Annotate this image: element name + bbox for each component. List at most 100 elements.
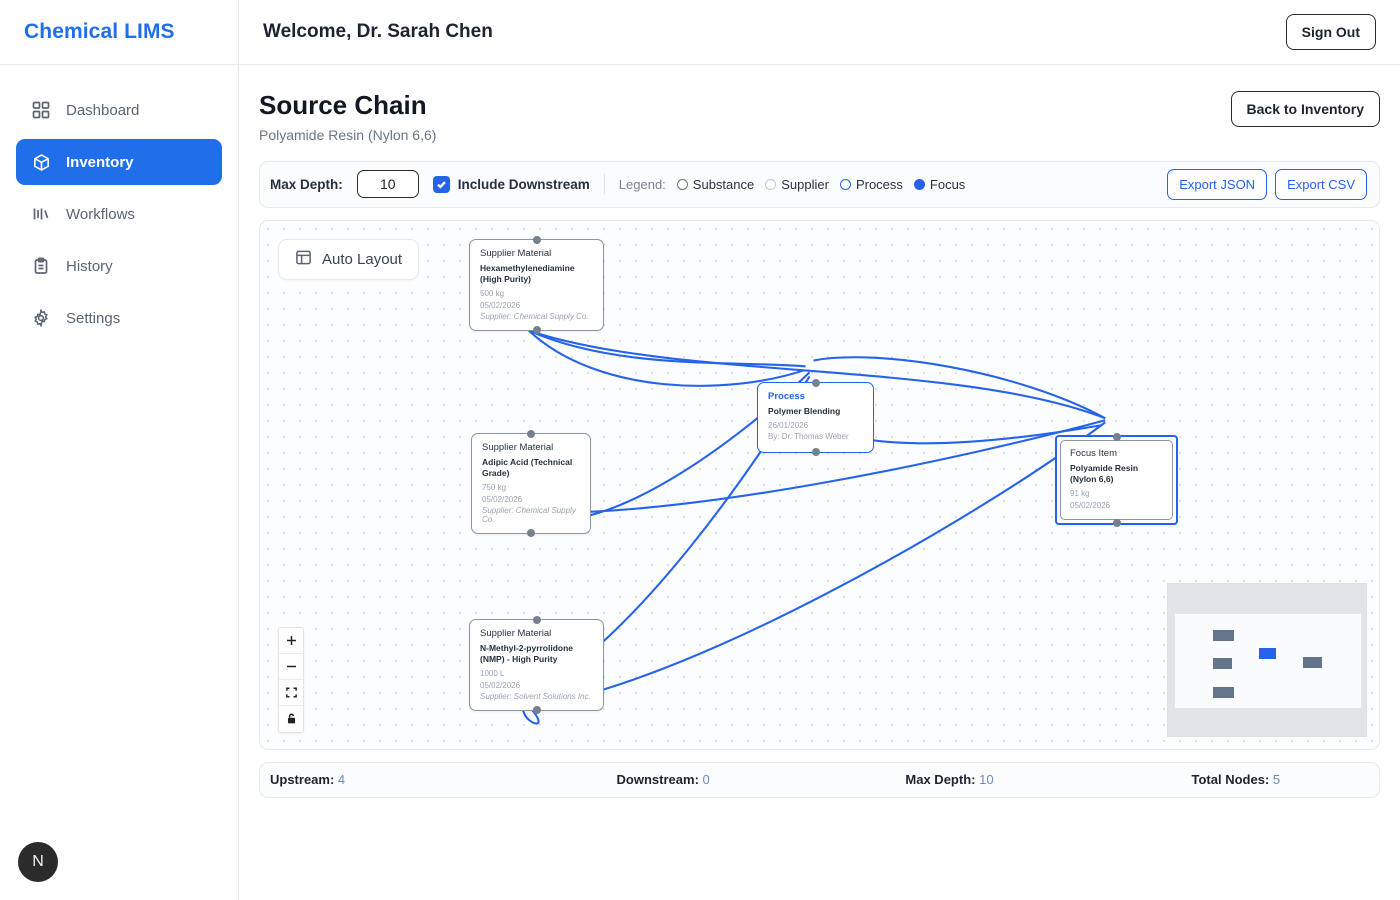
minimap-viewport (1175, 613, 1361, 708)
node-type-label: Supplier Material (482, 441, 554, 453)
minimap-node (1303, 656, 1322, 668)
node-handle-top[interactable] (532, 235, 541, 244)
node-quantity: 1000 L (480, 669, 505, 679)
minimap-node (1213, 657, 1232, 669)
node-name: N-Methyl-2-pyrrolidone (NMP) - High Puri… (480, 642, 574, 664)
node-handle-top[interactable] (532, 615, 541, 624)
welcome-text: Welcome, Dr. Sarah Chen (263, 21, 493, 42)
graph-node-process[interactable]: Process Polymer Blending 26/01/2026 By: … (757, 378, 874, 456)
node-handle-bottom[interactable] (811, 448, 820, 456)
legend-item-label: Supplier (781, 176, 829, 192)
auto-layout-button[interactable]: Auto Layout (278, 238, 420, 280)
sidebar-item-label: Workflows (66, 205, 135, 223)
node-handle-top[interactable] (527, 429, 535, 438)
auto-layout-label: Auto Layout (322, 250, 403, 268)
zoom-controls (278, 626, 304, 733)
box-icon (30, 151, 52, 173)
include-downstream-label: Include Downstream (457, 176, 590, 192)
lock-icon[interactable] (279, 706, 303, 732)
node-handle-bottom[interactable] (1112, 519, 1121, 528)
legend-label: Legend: (618, 176, 666, 192)
node-type-label: Supplier Material (480, 247, 552, 259)
node-name: Hexamethylenediamine (High Purity) (480, 262, 575, 284)
gear-icon (30, 307, 52, 329)
minimap[interactable] (1167, 582, 1367, 737)
graph-node-supplier-material[interactable]: Supplier Material N-Methyl-2-pyrrolidone… (469, 615, 604, 715)
zoom-in-icon[interactable] (279, 628, 303, 654)
page-title: Source Chain (259, 90, 427, 120)
stat-value: 10 (979, 772, 994, 788)
bars-icon (30, 203, 52, 225)
node-date: 05/02/2026 (1070, 500, 1111, 510)
sidebar-item-label: Inventory (66, 153, 134, 171)
node-supplier: Supplier: Solvent Solutions Inc. (480, 692, 591, 702)
max-depth-input[interactable] (356, 170, 419, 199)
stat-max-depth: Max Depth: 10 (806, 772, 1092, 787)
node-handle-bottom[interactable] (532, 326, 541, 335)
stat-value: 4 (337, 772, 346, 788)
node-name: Adipic Acid (Technical Grade) (482, 456, 573, 478)
graph-node-supplier-material[interactable]: Supplier Material Adipic Acid (Technical… (471, 429, 591, 538)
node-date: 05/02/2026 (480, 680, 521, 690)
sidebar: Chemical LIMS Dashboard Inventory Workfl… (0, 0, 239, 900)
legend-item-substance: Substance (676, 177, 754, 192)
include-downstream-toggle[interactable]: Include Downstream (432, 175, 590, 193)
node-date: 05/02/2026 (480, 300, 521, 310)
graph-node-supplier-material[interactable]: Supplier Material Hexamethylenediamine (… (469, 235, 604, 335)
avatar-initial: N (32, 853, 44, 870)
legend-marker-supplier-icon (765, 178, 777, 190)
avatar[interactable]: N (18, 842, 58, 882)
brand-title: Chemical LIMS (24, 20, 175, 43)
graph-node-focus-item[interactable]: Focus Item Polyamide Resin (Nylon 6,6) 9… (1055, 432, 1178, 528)
node-handle-bottom[interactable] (527, 529, 535, 538)
sidebar-item-dashboard[interactable]: Dashboard (16, 87, 222, 133)
stat-label: Downstream: (616, 772, 699, 788)
edge-nmp-to-focus (528, 420, 1106, 707)
node-name: Polymer Blending (768, 405, 841, 416)
sidebar-item-label: Dashboard (66, 101, 140, 119)
legend-item-process: Process (839, 176, 903, 192)
topbar: Welcome, Dr. Sarah Chen Sign Out (239, 0, 1400, 65)
stat-total-nodes: Total Nodes: 5 (1093, 772, 1379, 787)
legend-item-focus: Focus (913, 176, 966, 192)
sign-out-button[interactable]: Sign Out (1285, 14, 1376, 50)
sidebar-item-workflows[interactable]: Workflows (16, 191, 222, 237)
node-type-label: Supplier Material (480, 627, 552, 639)
node-handle-top[interactable] (1112, 432, 1121, 441)
legend-item-label: Focus (929, 176, 966, 192)
node-handle-bottom[interactable] (532, 706, 541, 715)
graph-canvas[interactable]: Auto Layout Supplier Material Hexamethyl… (259, 219, 1380, 750)
sidebar-item-label: Settings (66, 309, 121, 327)
edge-hmda-to-focus-a (528, 329, 804, 387)
legend-item-supplier: Supplier (765, 177, 829, 192)
stat-value: 5 (1272, 772, 1281, 788)
sidebar-item-history[interactable]: History (16, 243, 222, 289)
export-json-button[interactable]: Export JSON (1167, 168, 1268, 200)
graph-toolbar: Max Depth: Include Downstream Legend: Su… (259, 160, 1380, 208)
legend-item-label: Process (855, 176, 903, 192)
checkbox-checked-icon (432, 175, 450, 193)
node-name: Polyamide Resin (Nylon 6,6) (1070, 462, 1139, 484)
brand: Chemical LIMS (0, 0, 238, 65)
fit-view-icon[interactable] (279, 680, 303, 706)
export-buttons: Export JSON Export CSV (1167, 168, 1367, 200)
layout-icon (295, 249, 312, 270)
sidebar-nav: Dashboard Inventory Workflows History (0, 65, 238, 341)
sidebar-item-settings[interactable]: Settings (16, 295, 222, 341)
zoom-out-icon[interactable] (279, 654, 303, 680)
page-subtitle: Polyamide Resin (Nylon 6,6) (259, 126, 437, 143)
sidebar-item-inventory[interactable]: Inventory (16, 139, 222, 185)
stat-label: Total Nodes: (1191, 772, 1270, 788)
node-quantity: 500 kg (480, 289, 505, 299)
node-supplier: Supplier: Chemical Supply Co. (482, 506, 576, 525)
legend-marker-substance-icon (676, 178, 688, 190)
export-csv-button[interactable]: Export CSV (1275, 168, 1367, 200)
clipboard-icon (30, 255, 52, 277)
page-content: Source Chain Polyamide Resin (Nylon 6,6)… (239, 65, 1400, 798)
node-handle-top[interactable] (811, 378, 820, 387)
node-type-label: Focus Item (1070, 447, 1117, 459)
back-to-inventory-button[interactable]: Back to Inventory (1230, 91, 1380, 127)
minimap-node (1213, 686, 1234, 698)
max-depth-label: Max Depth: (270, 176, 343, 192)
